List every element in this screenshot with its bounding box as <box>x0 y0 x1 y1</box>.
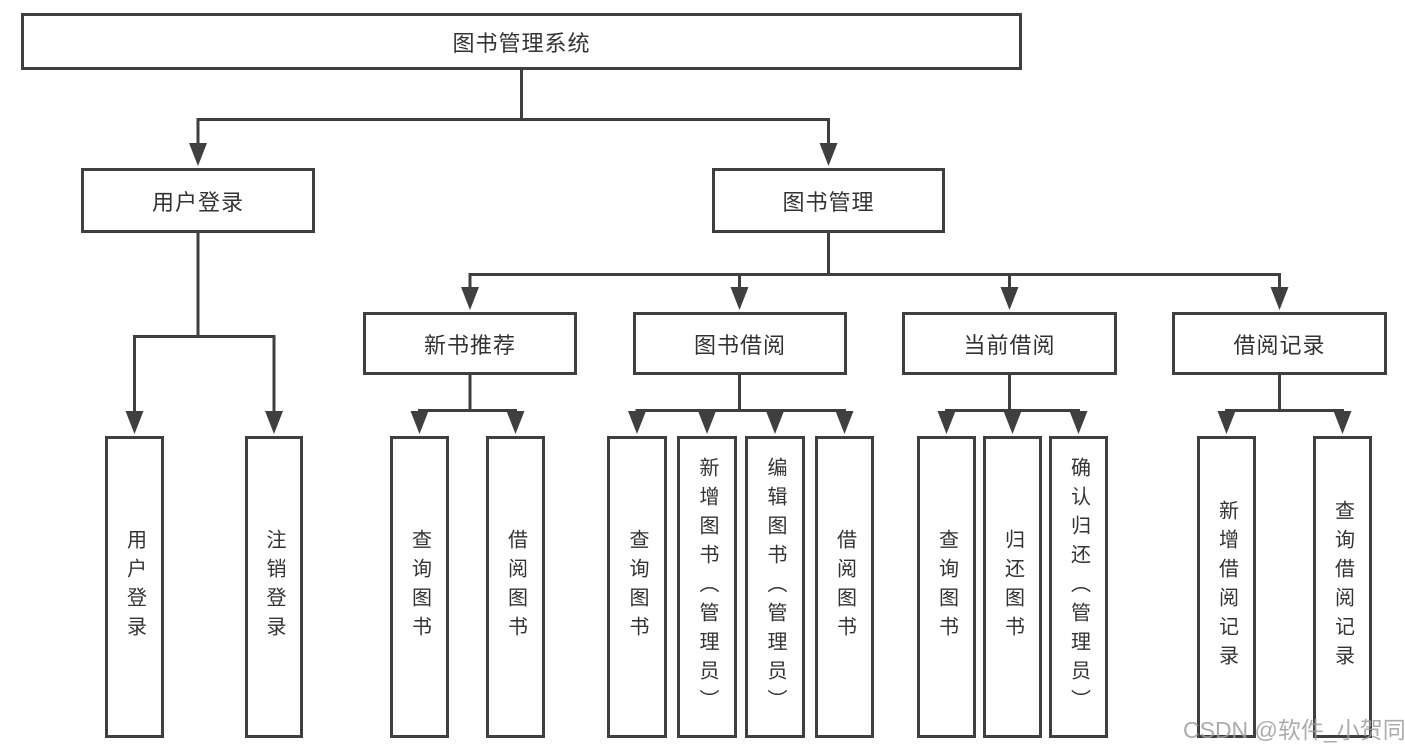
node-label: 图书管理 <box>782 189 875 215</box>
connector-current-borrow-group <box>937 375 1088 434</box>
leaf-label: 确认归还（管理员） <box>1067 456 1090 718</box>
leaf-label: 查询图书 <box>935 529 958 645</box>
leaf-label: 借阅图书 <box>833 529 856 645</box>
leaf-query-book-1: 查询图书 <box>390 436 449 738</box>
node-label: 新书推荐 <box>423 332 516 358</box>
node-module-record: 借阅记录 <box>1172 312 1387 375</box>
leaf-query-borrow-record: 查询借阅记录 <box>1313 436 1372 738</box>
leaf-borrow-book-2: 借阅图书 <box>815 436 874 738</box>
leaf-label: 新增图书（管理员） <box>696 456 718 718</box>
connector-book-mgmt-to-modules <box>461 233 1289 310</box>
node-root-system: 图书管理系统 <box>21 13 1022 70</box>
leaf-label: 查询借阅记录 <box>1331 500 1354 674</box>
leaf-borrow-book-1: 借阅图书 <box>486 436 545 738</box>
connector-new-book-group <box>410 375 525 434</box>
leaf-label: 借阅图书 <box>504 529 527 645</box>
leaf-add-borrow-record: 新增借阅记录 <box>1197 436 1256 738</box>
node-book-mgmt-branch: 图书管理 <box>712 168 945 233</box>
node-module-borrow: 图书借阅 <box>633 312 847 375</box>
node-module-new-book: 新书推荐 <box>363 312 577 375</box>
leaf-return-book: 归还图书 <box>983 436 1042 738</box>
leaf-edit-book-admin: 编辑图书（管理员） <box>745 436 805 738</box>
leaf-label: 查询图书 <box>408 529 431 645</box>
connector-borrow-group <box>628 375 854 434</box>
leaf-label: 归还图书 <box>1001 529 1024 645</box>
node-label: 图书借阅 <box>693 332 786 358</box>
leaf-label: 注销登录 <box>263 529 285 645</box>
node-label: 借阅记录 <box>1233 332 1326 358</box>
leaf-logout: 注销登录 <box>245 436 303 738</box>
node-root-label: 图书管理系统 <box>452 30 591 56</box>
leaf-label: 新增借阅记录 <box>1215 500 1238 674</box>
node-module-current-borrow: 当前借阅 <box>902 312 1117 375</box>
csdn-watermark: CSDN @软件_小贺同学 <box>1183 717 1405 743</box>
node-label: 用户登录 <box>151 189 244 215</box>
connector-user-login-group <box>125 233 283 434</box>
leaf-user-login: 用户登录 <box>105 436 164 738</box>
leaf-confirm-return-admin: 确认归还（管理员） <box>1049 436 1108 738</box>
leaf-label: 用户登录 <box>123 529 146 645</box>
leaf-add-book-admin: 新增图书（管理员） <box>677 436 737 738</box>
node-label: 当前借阅 <box>963 332 1056 358</box>
leaf-label: 查询图书 <box>626 529 648 645</box>
node-user-login-branch: 用户登录 <box>81 168 315 233</box>
leaf-query-book-3: 查询图书 <box>917 436 976 738</box>
leaf-label: 编辑图书（管理员） <box>764 456 786 718</box>
connector-record-group <box>1217 375 1352 434</box>
connector-root-to-branches <box>189 70 838 166</box>
leaf-query-book-2: 查询图书 <box>607 436 667 738</box>
